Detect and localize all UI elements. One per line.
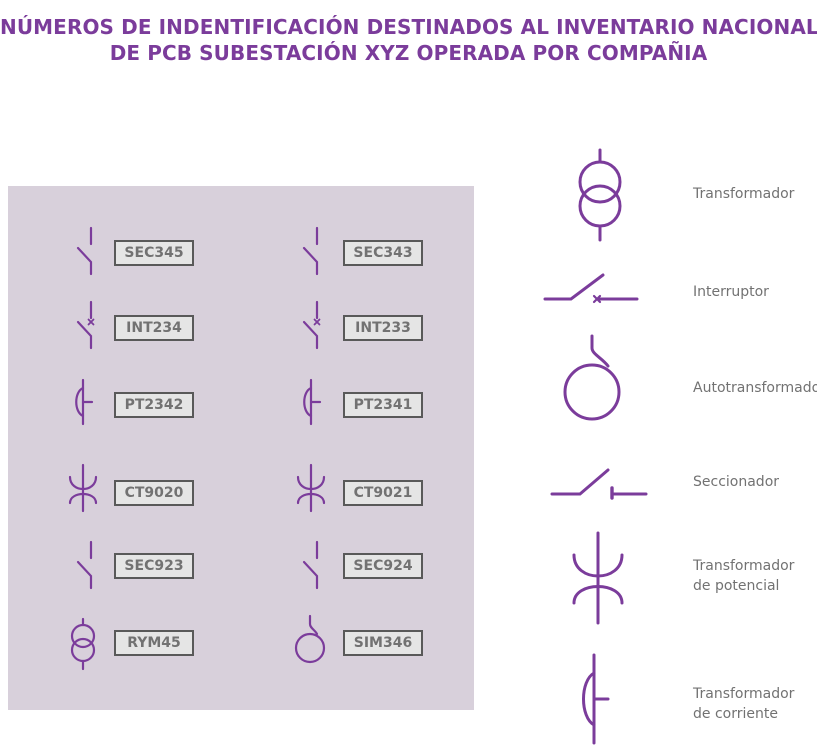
equipment-tag: SEC345 (114, 240, 194, 266)
equipment-tag: CT9021 (343, 480, 423, 506)
seccionador-icon (76, 540, 102, 590)
diagram-title: NÚMEROS DE INDENTIFICACIÓN DESTINADOS AL… (0, 14, 817, 66)
transformador-corriente-icon (576, 653, 612, 745)
title-line-2: DE PCB SUBESTACIÓN XYZ OPERADA POR COMPA… (109, 41, 708, 65)
legend-label: de corriente (693, 706, 778, 722)
equipment-tag: INT233 (343, 315, 423, 341)
equipment-tag: PT2341 (343, 392, 423, 418)
interruptor-icon (543, 272, 639, 304)
autotransformador-icon (293, 614, 327, 668)
transformador-potencial-icon (67, 463, 99, 513)
legend-label: Transformador (693, 558, 795, 574)
seccionador-icon (76, 226, 102, 276)
seccionador-icon (302, 540, 328, 590)
transformador-potencial-icon (295, 463, 327, 513)
transformador-icon (573, 148, 627, 242)
equipment-tag: SIM346 (343, 630, 423, 656)
legend-label: Autotransformador (693, 380, 817, 396)
legend-label: Transformador (693, 186, 795, 202)
seccionador-icon (550, 467, 650, 500)
transformador-icon (66, 617, 100, 671)
legend-label: Transformador (693, 686, 795, 702)
legend-label: de potencial (693, 578, 780, 594)
equipment-tag: SEC343 (343, 240, 423, 266)
interruptor-icon (302, 300, 328, 350)
equipment-tag: INT234 (114, 315, 194, 341)
transformador-corriente-icon (298, 378, 324, 426)
title-line-1: NÚMEROS DE INDENTIFICACIÓN DESTINADOS AL… (0, 15, 817, 39)
seccionador-icon (302, 226, 328, 276)
transformador-corriente-icon (70, 378, 96, 426)
equipment-tag: SEC923 (114, 553, 194, 579)
equipment-tag: RYM45 (114, 630, 194, 656)
equipment-tag: CT9020 (114, 480, 194, 506)
legend-label: Interruptor (693, 284, 769, 300)
equipment-panel (8, 186, 474, 710)
autotransformador-icon (560, 334, 626, 428)
legend-label: Seccionador (693, 474, 780, 490)
transformador-potencial-icon (570, 531, 626, 625)
equipment-tag: SEC924 (343, 553, 423, 579)
equipment-tag: PT2342 (114, 392, 194, 418)
interruptor-icon (76, 300, 102, 350)
